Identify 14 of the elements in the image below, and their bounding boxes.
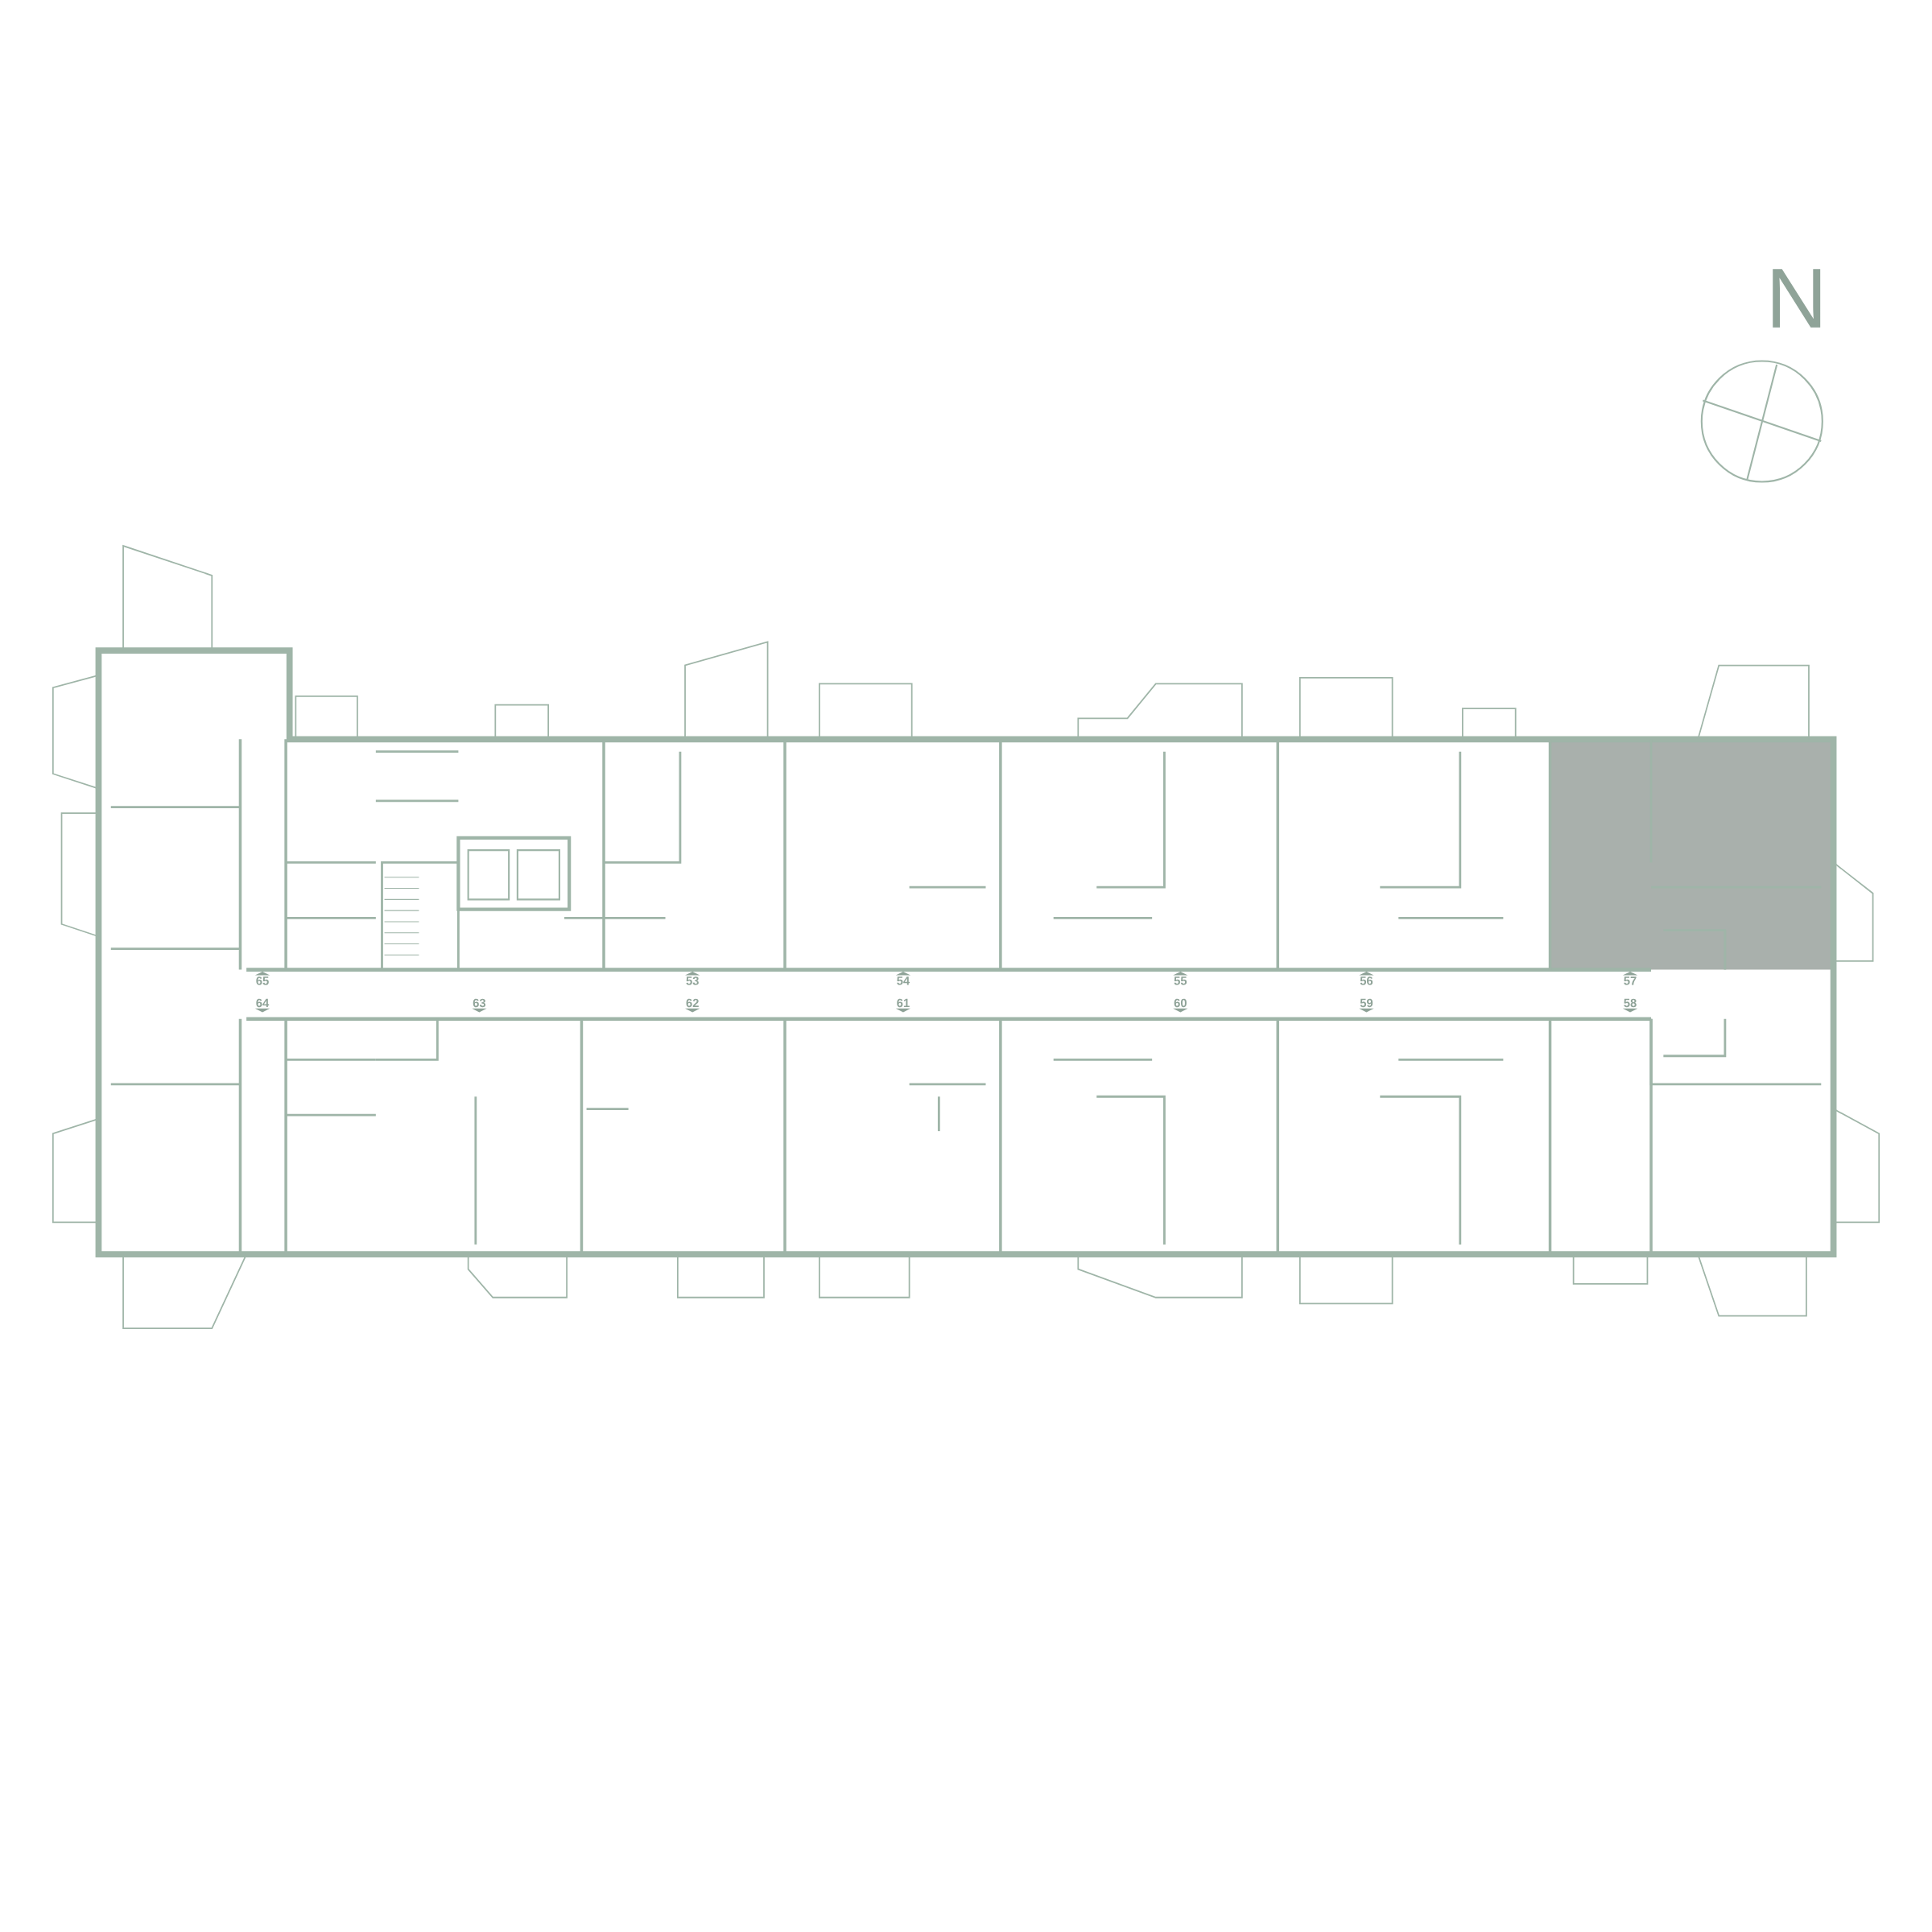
compass-letter: N [1773, 269, 1821, 328]
apartment-number: 53 [686, 976, 699, 985]
apartment-number: 62 [686, 998, 699, 1008]
apartment-number: 58 [1624, 998, 1637, 1008]
apartment-number: 60 [1174, 998, 1187, 1008]
apartment-number: 54 [897, 976, 910, 985]
apartment-number: 57 [1624, 976, 1637, 985]
apartment-number: 63 [473, 998, 486, 1008]
apartment-number: 61 [897, 998, 910, 1008]
apartment-number: 59 [1360, 998, 1373, 1008]
apartment-number: 55 [1174, 976, 1187, 985]
apartment-number: 56 [1360, 976, 1373, 985]
apartment-number: 64 [256, 998, 270, 1008]
apartment-number: 65 [256, 976, 269, 985]
